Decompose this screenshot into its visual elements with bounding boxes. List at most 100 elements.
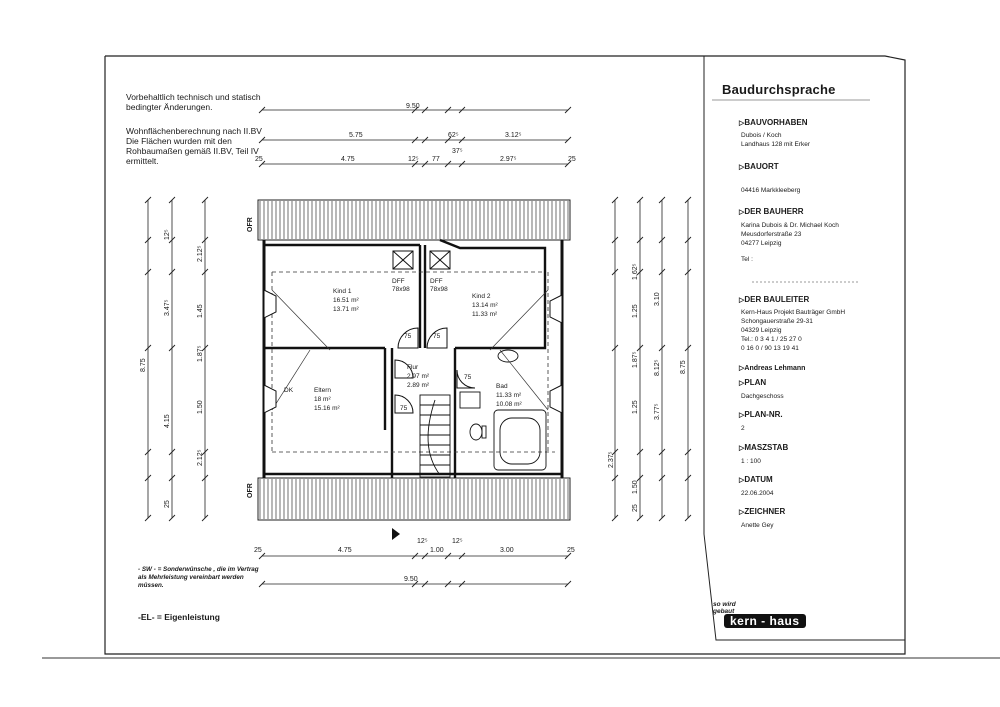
door-swings: [394, 327, 476, 414]
dimension-tick: [684, 474, 692, 482]
dimension-tick: [421, 552, 429, 560]
dimension-tick: [258, 106, 266, 114]
dimension-tick: [411, 580, 419, 588]
ofr-top-label: OFR: [247, 217, 254, 232]
dimension-tick: [144, 514, 152, 522]
room-kind2-area-b: 11.33 m²: [472, 311, 498, 318]
dimension-tick: [411, 552, 419, 560]
dimension-tick: [636, 196, 644, 204]
room-eltern-area-b: 15.16 m²: [314, 405, 340, 412]
north-arrow-icon: [392, 528, 400, 540]
sheet-frame: [104, 55, 906, 655]
dimension-tick: [611, 268, 619, 276]
dimension-tick: [564, 552, 572, 560]
dimension-tick: [611, 236, 619, 244]
dimension-tick: [458, 106, 466, 114]
dimension-tick: [564, 160, 572, 168]
dimension-tick: [636, 514, 644, 522]
window-dff-1-label: DFF 78x98: [392, 278, 410, 293]
ofr-bottom-label: OFR: [247, 483, 254, 498]
plan-nr-label: PLAN-NR.: [739, 410, 782, 419]
dimension-tick: [168, 196, 176, 204]
dimension-tick: [636, 236, 644, 244]
dimension-tick: [636, 268, 644, 276]
datum-value: 22.06.2004: [741, 490, 774, 497]
dimension-tick: [458, 552, 466, 560]
dimension-tick: [168, 448, 176, 456]
dimension-tick: [611, 474, 619, 482]
dim-right-9: 1.50: [632, 480, 639, 494]
dimension-tick: [658, 448, 666, 456]
note-eigenleistung: -EL- = Eigenleistung: [138, 612, 220, 622]
dimension-tick: [421, 106, 429, 114]
dim-left-9: 25: [164, 500, 171, 508]
dimension-tick: [611, 448, 619, 456]
roof-hatch-top: [257, 199, 571, 241]
dimension-tick: [444, 552, 452, 560]
dimension-tick: [444, 106, 452, 114]
tel-label: Tel :: [741, 256, 753, 263]
dimension-tick: [421, 160, 429, 168]
dimension-tick: [611, 514, 619, 522]
staircase: [419, 394, 451, 478]
dimension-tick: [168, 514, 176, 522]
dimension-tick: [658, 196, 666, 204]
dimension-tick: [658, 268, 666, 276]
dimension-tick: [636, 448, 644, 456]
dimension-tick: [201, 448, 209, 456]
dim-top-r3-3: 12⁵: [408, 156, 419, 163]
dim-left-total: 8.75: [140, 358, 147, 372]
zeichner-value: Anette Gey: [741, 522, 774, 529]
dimension-tick: [258, 160, 266, 168]
dim-bottom-3: 12⁵: [417, 538, 428, 545]
datum-label: DATUM: [739, 475, 772, 484]
kern-haus-logo: kern - haus: [724, 614, 806, 628]
plan-nr-value: 2: [741, 425, 745, 432]
dimension-tick: [201, 268, 209, 276]
dim-right-10: 25: [632, 504, 639, 512]
note-changes: Vorbehaltlich technisch und statisch bed…: [126, 92, 261, 112]
dim-bottom-7: 25: [567, 547, 575, 554]
bauort-label: BAUORT: [739, 162, 778, 171]
zeichner-label: ZEICHNER: [739, 507, 785, 516]
dimension-tick: [611, 344, 619, 352]
dim-left-6: 2.12⁵: [197, 245, 204, 262]
dimension-tick: [444, 160, 452, 168]
dim-right-1: 8.12⁵: [654, 359, 661, 376]
dim-right-8: 2.37⁵: [608, 451, 615, 468]
room-kind1-area-a: 16.51 m²: [333, 297, 359, 304]
dimension-tick: [658, 514, 666, 522]
dim-top-r3-5: 37⁵: [452, 148, 463, 155]
dimension-tick: [458, 160, 466, 168]
dimension-tick: [611, 196, 619, 204]
room-bad-name: Bad: [496, 383, 508, 390]
dimension-tick: [636, 344, 644, 352]
dimension-tick: [684, 448, 692, 456]
dimension-tick: [144, 236, 152, 244]
slope-lines: [271, 271, 555, 453]
dim-bottom-6: 3.00: [500, 547, 514, 554]
dimension-tick: [444, 580, 452, 588]
bauleiter-value: Kern-Haus Projekt Bauträger GmbH Schonga…: [741, 309, 846, 352]
room-bad-area-b: 10.08 m²: [496, 401, 522, 408]
dim-left-2: 4.15: [164, 414, 171, 428]
room-eltern-area-a: 18 m²: [314, 396, 331, 403]
door-eltern-label: 75: [400, 405, 408, 412]
note-area-calc: Wohnflächenberechnung nach II.BV Die Flä…: [126, 126, 262, 166]
dim-top-r2-2: 62⁵: [448, 132, 459, 139]
bauherr-value: Karina Dubois & Dr. Michael Koch Meusdor…: [741, 222, 839, 247]
dim-bottom-1: 25: [254, 547, 262, 554]
dimension-tick: [201, 474, 209, 482]
dimension-tick: [421, 580, 429, 588]
dim-right-6: 1.87⁵: [632, 351, 639, 368]
dimension-tick: [411, 106, 419, 114]
dim-left-3: 1.45: [197, 304, 204, 318]
plan-label: PLAN: [739, 378, 766, 387]
room-bad-area-a: 11.33 m²: [496, 392, 522, 399]
dimension-lines-right: [614, 200, 689, 518]
ridge-lines: [271, 289, 549, 411]
door-kind1-label: 75: [404, 333, 412, 340]
title-block-heading: Baudurchsprache: [722, 82, 836, 97]
dim-left-4: 1.50: [197, 400, 204, 414]
dimension-tick: [684, 514, 692, 522]
